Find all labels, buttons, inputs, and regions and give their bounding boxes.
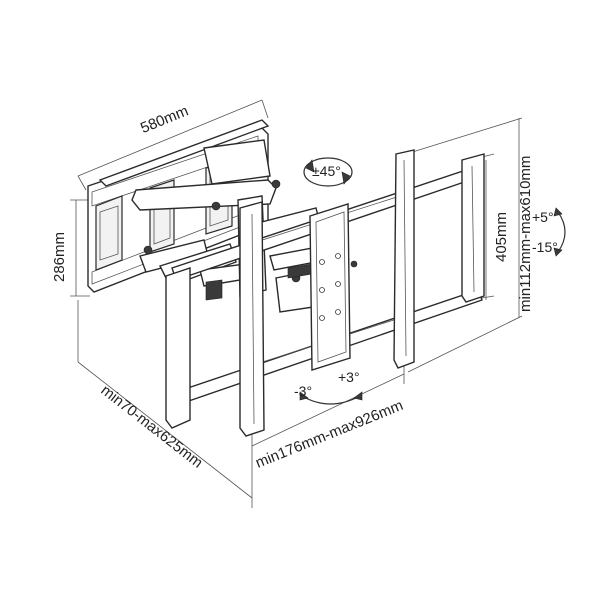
tv-bracket-left [165, 201, 265, 437]
swivel-indicator [303, 157, 353, 187]
label-rotate-right: +3° [338, 369, 360, 385]
label-height-left: 286mm [51, 232, 68, 282]
dimension-depth [77, 300, 253, 508]
label-tilt-up: +5° [532, 209, 554, 225]
rotate-indicator [299, 391, 363, 405]
label-width-top: 580mm [138, 102, 191, 137]
label-height-right: min112mm-max610mm [517, 156, 534, 312]
label-tilt-down: -15° [532, 239, 558, 255]
dimension-height-left [70, 199, 90, 297]
tv-bracket-right [393, 149, 485, 369]
center-plate [309, 203, 358, 371]
label-swivel: ±45° [312, 163, 341, 179]
label-rotate-left: -3° [294, 383, 312, 399]
tilt-indicator [553, 207, 566, 257]
dimension-height-right [405, 117, 523, 373]
dimension-width-top [77, 99, 269, 191]
label-height-plate: 405mm [493, 212, 510, 262]
